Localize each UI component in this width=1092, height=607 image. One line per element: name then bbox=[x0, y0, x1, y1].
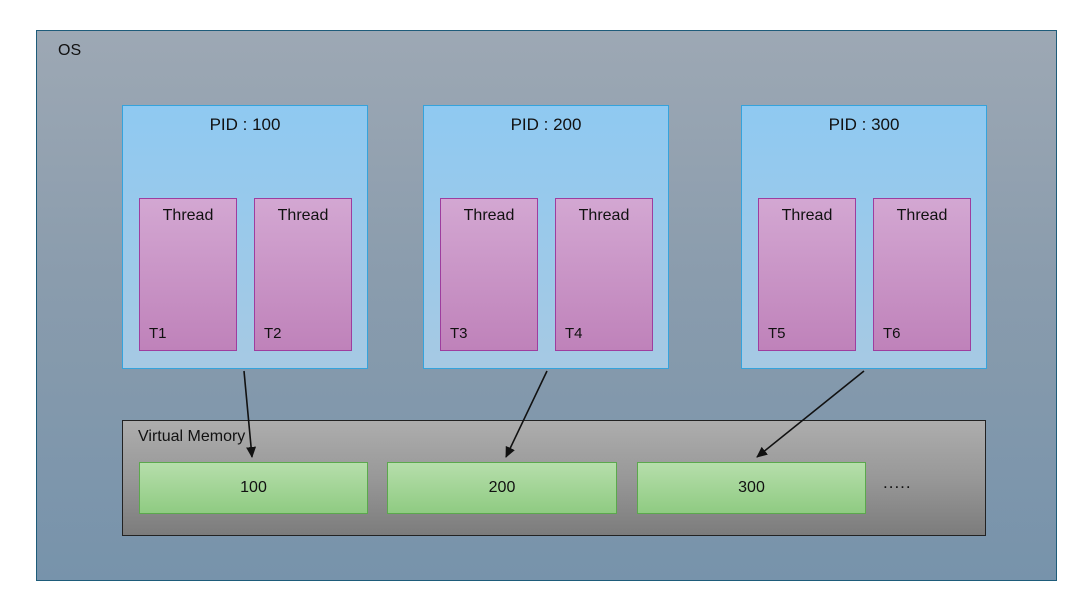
thread-box-t5: Thread T5 bbox=[758, 198, 856, 351]
thread-id: T3 bbox=[450, 325, 468, 342]
thread-box-t2: Thread T2 bbox=[254, 198, 352, 351]
virtual-memory-label: Virtual Memory bbox=[138, 428, 246, 445]
thread-box-t3: Thread T3 bbox=[440, 198, 538, 351]
thread-id: T1 bbox=[149, 325, 167, 342]
thread-title: Thread bbox=[781, 207, 833, 224]
thread-box-t1: Thread T1 bbox=[139, 198, 237, 351]
thread-title: Thread bbox=[896, 207, 948, 224]
thread-id: T4 bbox=[565, 325, 583, 342]
memory-ellipsis: ..... bbox=[883, 473, 912, 492]
pid-label: PID : 200 bbox=[510, 115, 582, 134]
thread-title: Thread bbox=[578, 207, 630, 224]
thread-box-t6: Thread T6 bbox=[873, 198, 971, 351]
thread-id: T6 bbox=[883, 325, 901, 342]
process-box-pid-300: PID : 300 Thread T5 Thread T6 bbox=[741, 105, 987, 369]
process-box-pid-200: PID : 200 Thread T3 Thread T4 bbox=[423, 105, 669, 369]
memory-block-200: 200 bbox=[387, 462, 617, 514]
pid-label: PID : 100 bbox=[209, 115, 281, 134]
thread-title: Thread bbox=[277, 207, 329, 224]
virtual-memory-box: Virtual Memory 100 200 300 ..... bbox=[122, 420, 986, 536]
thread-id: T5 bbox=[768, 325, 786, 342]
os-box: OS PID : 100 Thread T1 Thread T2 PID : 2… bbox=[36, 30, 1057, 581]
memory-block-300: 300 bbox=[637, 462, 866, 514]
thread-title: Thread bbox=[463, 207, 515, 224]
thread-id: T2 bbox=[264, 325, 282, 342]
pid-label: PID : 300 bbox=[828, 115, 900, 134]
thread-box-t4: Thread T4 bbox=[555, 198, 653, 351]
process-box-pid-100: PID : 100 Thread T1 Thread T2 bbox=[122, 105, 368, 369]
memory-block-100: 100 bbox=[139, 462, 368, 514]
thread-title: Thread bbox=[162, 207, 214, 224]
os-label: OS bbox=[58, 42, 82, 59]
